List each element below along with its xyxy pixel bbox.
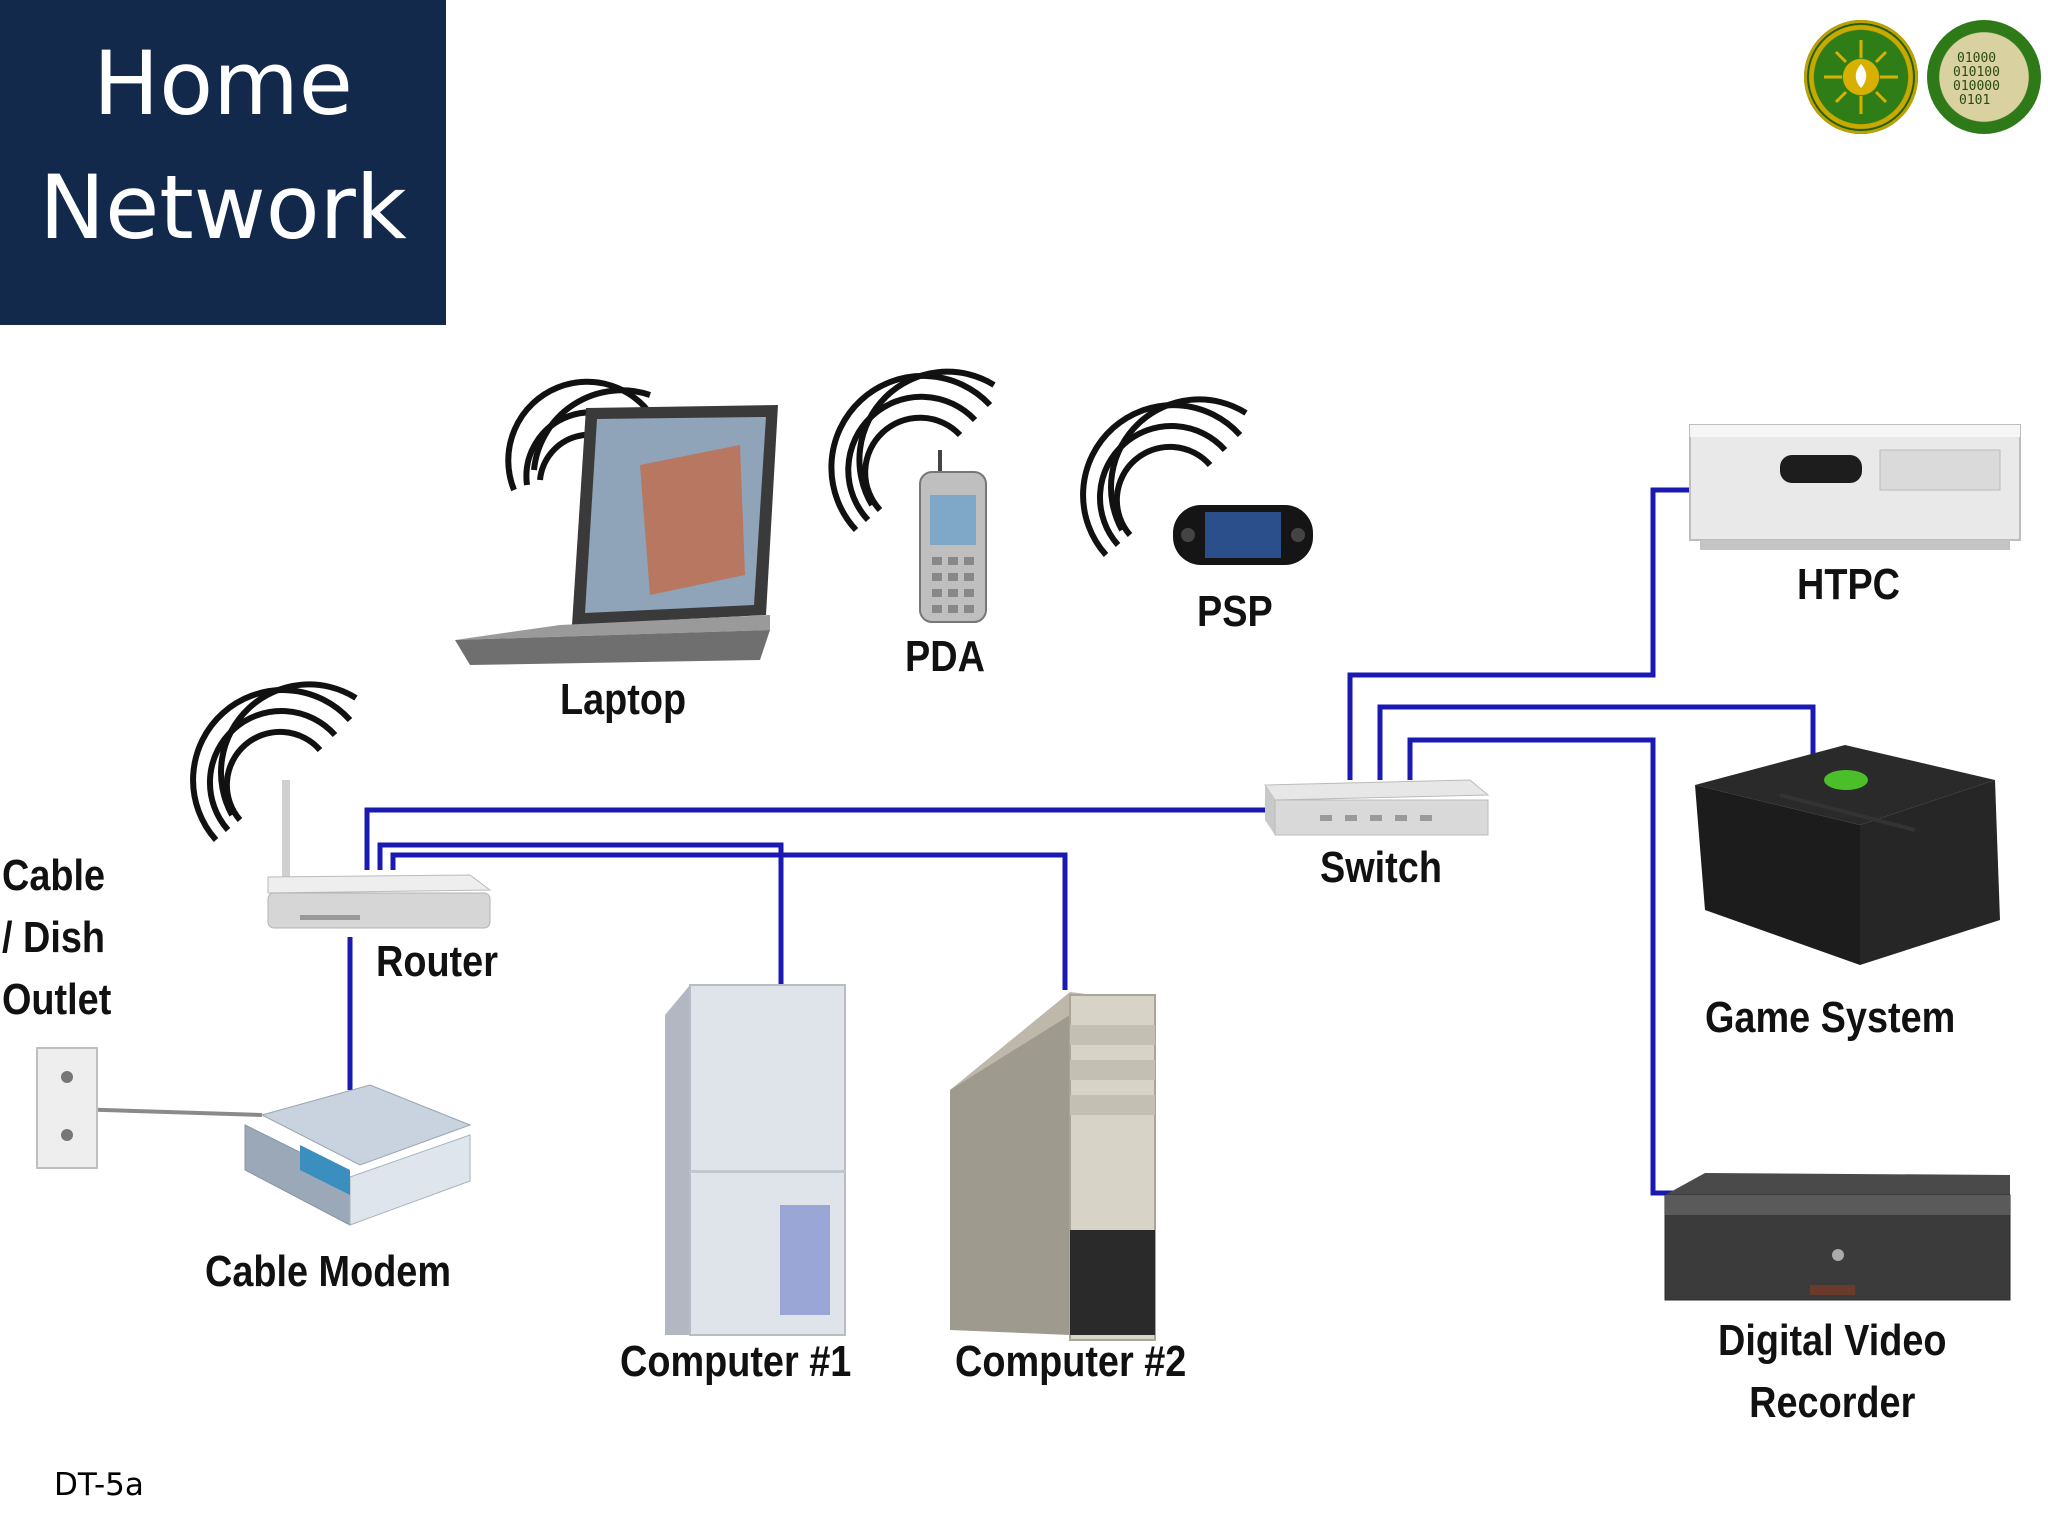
network-diagram: Laptop PDA PSP HTPC Switch Router Cable … — [0, 325, 2048, 1455]
cable-modem-icon — [244, 1084, 472, 1226]
htpc-label: HTPC — [1797, 560, 1901, 609]
switch-label: Switch — [1320, 843, 1442, 892]
game-system-label: Game System — [1705, 993, 1956, 1042]
outlet-label-line-2: / Dish — [2, 913, 106, 962]
game-system-icon — [1695, 745, 2000, 965]
slide-code: DT-5a — [54, 1467, 144, 1503]
svg-text:010100: 010100 — [1953, 65, 2000, 80]
circuit-badge-icon — [1804, 20, 1918, 134]
outlet-label-line-1: Cable — [2, 851, 106, 900]
title-line-1: Home — [93, 32, 353, 135]
computer-2-label: Computer #2 — [955, 1337, 1187, 1386]
computer-2-icon — [950, 992, 1156, 1341]
wireless-signal-icon-router — [190, 681, 358, 842]
network-links — [347, 487, 1816, 1196]
dvr-label: Digital Video Recorder — [1718, 1310, 1946, 1434]
router-icon — [267, 780, 492, 929]
computer-1-label: Computer #1 — [620, 1337, 852, 1386]
dvr-icon — [1664, 1173, 2011, 1301]
psp-icon — [1173, 505, 1313, 565]
link-router-switch — [364, 807, 1265, 870]
link-switch-dvr — [1407, 737, 1690, 1196]
switch-icon — [1264, 779, 1490, 836]
router-label: Router — [376, 937, 498, 986]
cable-modem-label: Cable Modem — [205, 1247, 452, 1296]
link-router-computer1 — [377, 842, 784, 985]
svg-text:010000: 010000 — [1953, 79, 2000, 94]
dvr-label-line-1: Digital Video — [1718, 1316, 1947, 1365]
svg-text:0101: 0101 — [1959, 93, 1990, 108]
laptop-icon — [455, 405, 778, 665]
wireless-signal-icon-pda — [828, 368, 996, 533]
outlet-label: Cable / Dish Outlet — [2, 845, 111, 1031]
psp-label: PSP — [1197, 587, 1273, 636]
binary-badge-icon: 01000 010100 010000 0101 — [1927, 20, 2041, 134]
pda-icon — [919, 450, 987, 623]
link-switch-htpc — [1347, 487, 1690, 780]
title-line-2: Network — [39, 156, 407, 259]
wireless-signal-icon-psp — [1080, 396, 1248, 557]
title-box: Home Network — [0, 0, 446, 325]
outlet-label-line-3: Outlet — [2, 975, 112, 1024]
computer-1-icon — [665, 984, 846, 1336]
pda-label: PDA — [905, 632, 985, 681]
wall-outlet-icon — [36, 1047, 98, 1169]
dvr-label-line-2: Recorder — [1749, 1378, 1916, 1427]
htpc-icon — [1689, 424, 2021, 550]
link-router-computer2 — [390, 852, 1068, 990]
page-title: Home Network — [0, 22, 446, 270]
svg-text:01000: 01000 — [1957, 51, 1996, 66]
link-switch-game — [1377, 704, 1816, 780]
link-outlet-modem — [72, 1107, 263, 1117]
laptop-label: Laptop — [560, 675, 687, 724]
